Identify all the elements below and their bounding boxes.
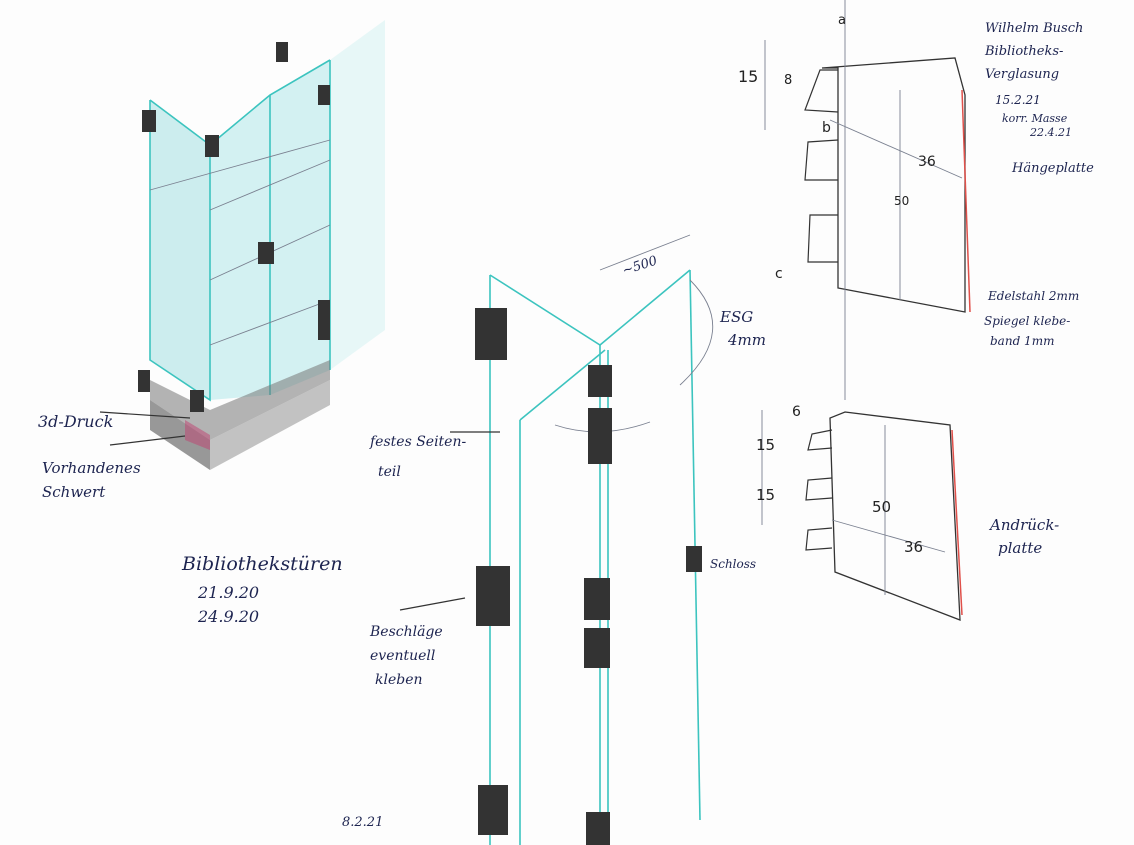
glass-spec-line1: ESG	[719, 308, 753, 326]
project-line1: Wilhelm Busch	[985, 21, 1083, 36]
fittings-line2: eventuell	[370, 648, 435, 664]
cabinet-sketch	[99, 20, 385, 470]
dim-a: a	[838, 13, 846, 28]
steel-spec: Edelstahl 2mm	[987, 289, 1079, 303]
fittings-line1: Beschläge	[369, 624, 443, 640]
sketch-title: Bibliothekstüren	[181, 553, 343, 575]
project-line3: Verglasung	[985, 67, 1059, 82]
glass-spec-line2: 4mm	[727, 331, 766, 349]
dim-15b: 15	[756, 486, 775, 504]
mirror-tape-line2: band 1mm	[990, 334, 1054, 348]
dim-c: c	[775, 266, 783, 282]
label-existing-line1: Vorhandenes	[42, 459, 141, 477]
dim-50-lower: 50	[872, 498, 891, 516]
date-corrected: 22.4.21	[1029, 126, 1072, 139]
date-2: 24.9.20	[197, 607, 259, 626]
fixed-side-line1: festes Seiten-	[369, 434, 466, 450]
pressure-plate-line2: platte	[998, 539, 1042, 557]
lock-label: Schloss	[710, 557, 756, 571]
dim-6: 6	[792, 404, 801, 420]
hanging-plate-label: Hängeplatte	[1011, 161, 1094, 176]
project-line2: Bibliotheks-	[984, 44, 1063, 59]
fittings-line3: kleben	[375, 672, 423, 688]
fixed-side-line2: teil	[378, 464, 401, 480]
dim-50: 50	[894, 194, 909, 208]
dim-36-lower: 36	[904, 538, 923, 556]
date-1: 21.9.20	[197, 583, 259, 602]
dim-36: 36	[918, 154, 936, 170]
corrected-label: korr. Masse	[1002, 112, 1068, 125]
pressure-plate-drawing	[761, 410, 963, 621]
pressure-plate-line1: Andrück-	[988, 516, 1059, 534]
width-dimension: ~500	[621, 254, 660, 279]
dim-8: 8	[784, 73, 792, 88]
label-existing-line2: Schwert	[42, 483, 106, 501]
door-sketch	[399, 234, 714, 845]
date-created: 15.2.21	[995, 93, 1041, 107]
mirror-tape-line1: Spiegel klebe-	[984, 314, 1070, 328]
label-3d-print: 3d-Druck	[38, 412, 113, 431]
dim-b: b	[822, 120, 831, 136]
sketch-date: 8.2.21	[342, 815, 383, 830]
dim-15: 15	[738, 67, 758, 86]
dim-15a: 15	[756, 436, 775, 454]
hanging-plate-drawing	[764, 0, 971, 400]
